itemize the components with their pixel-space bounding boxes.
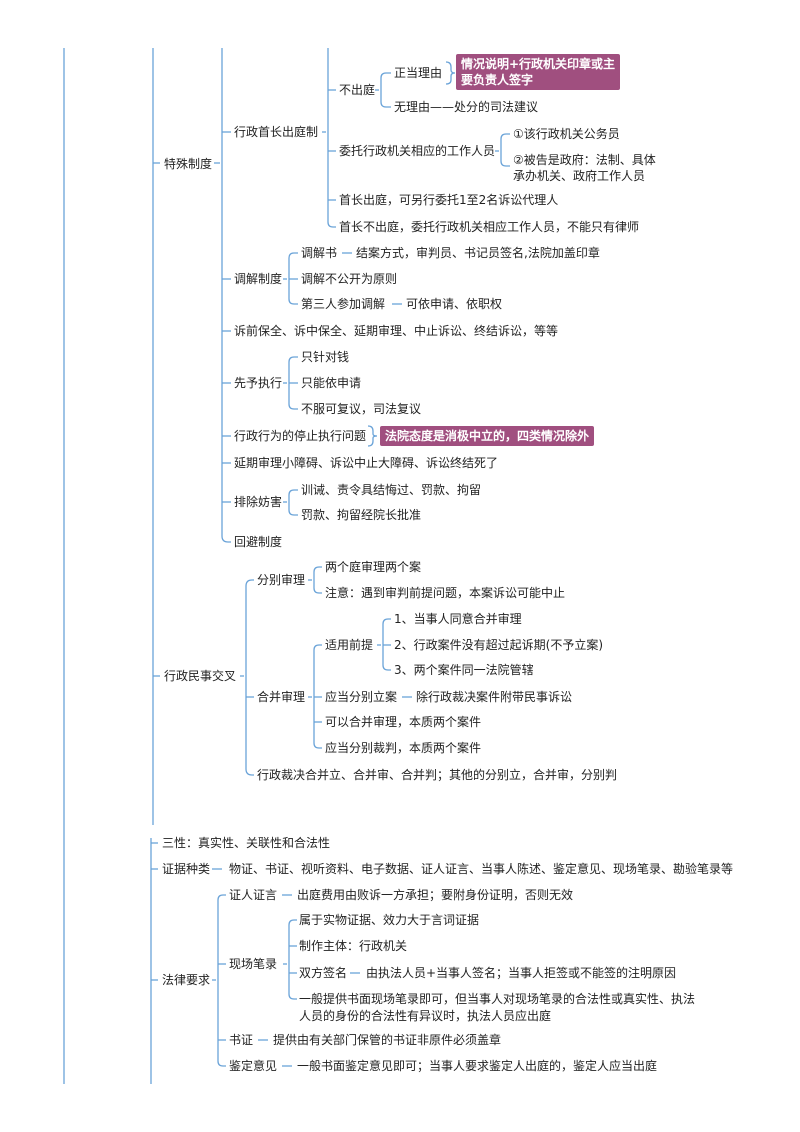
node-combined[interactable]: 合并审理	[257, 690, 306, 704]
node-head-appear[interactable]: 行政首长出庭制	[234, 125, 319, 139]
node-not-appear[interactable]: 不出庭	[339, 83, 376, 97]
node-delegate-opt1[interactable]: ①该行政机关公务员	[513, 127, 620, 141]
node-preservation[interactable]: 诉前保全、诉中保全、延期审理、中止诉讼、终结诉讼，等等	[234, 324, 559, 338]
node-head-not-appear[interactable]: 首长不出庭，委托行政机关相应工作人员，不能只有律师	[339, 220, 640, 234]
node-advance-1[interactable]: 只针对钱	[301, 350, 350, 364]
node-mediation-doc[interactable]: 调解书	[301, 246, 338, 260]
highlight-legit-note-line2: 要负责人签字	[461, 73, 534, 87]
node-separate-2[interactable]: 注意：遇到审判前提问题，本案诉讼可能中止	[325, 586, 566, 600]
node-separate-1[interactable]: 两个庭审理两个案	[325, 560, 422, 574]
node-stop-exec[interactable]: 行政行为的停止执行问题	[234, 429, 367, 443]
node-appraisal-detail[interactable]: 一般书面鉴定意见即可；当事人要求鉴定人出庭的，鉴定人应当出庭	[297, 1059, 658, 1073]
node-obstruction[interactable]: 排除妨害	[234, 495, 283, 509]
node-delegate-opt2-line1: ②被告是政府：法制、具体	[513, 153, 656, 167]
node-mediation[interactable]: 调解制度	[234, 272, 283, 286]
node-delegate-opt2[interactable]: ②被告是政府：法制、具体 承办机关、政府工作人员	[513, 152, 656, 184]
node-premise-3[interactable]: 3、两个案件同一法院管辖	[394, 663, 534, 677]
node-special-system[interactable]: 特殊制度	[164, 157, 213, 171]
node-no-reason[interactable]: 无理由——处分的司法建议	[394, 100, 539, 114]
node-can-combine[interactable]: 可以合并审理，本质两个案件	[325, 715, 482, 729]
node-premise-1[interactable]: 1、当事人同意合并审理	[394, 612, 522, 626]
node-legit-reason[interactable]: 正当理由	[394, 66, 443, 80]
node-judge-separately[interactable]: 应当分别裁判，本质两个案件	[325, 741, 482, 755]
node-third-party-detail[interactable]: 可依申请、依职权	[406, 297, 503, 311]
node-onsite-1[interactable]: 属于实物证据、效力大于言词证据	[299, 913, 480, 927]
node-obstruction-1[interactable]: 训诫、责令具结悔过、罚款、拘留	[301, 483, 482, 497]
node-mediation-private[interactable]: 调解不公开为原则	[301, 272, 398, 286]
node-onsite-4[interactable]: 一般提供书面现场笔录即可，但当事人对现场笔录的合法性或真实性、执法 人员的身份的…	[299, 991, 695, 1025]
node-delegate-opt2-line2: 承办机关、政府工作人员	[513, 169, 646, 183]
node-onsite-2[interactable]: 制作主体：行政机关	[299, 939, 408, 953]
node-evidence-types[interactable]: 证据种类	[162, 862, 211, 876]
node-dual-sign-detail[interactable]: 由执法人员+当事人签名；当事人拒签或不能签的注明原因	[366, 966, 677, 980]
node-recusal[interactable]: 回避制度	[234, 535, 283, 549]
node-documentary-detail[interactable]: 提供由有关部门保管的书证非原件必须盖章	[273, 1033, 502, 1047]
node-onsite-4-line1: 一般提供书面现场笔录即可，但当事人对现场笔录的合法性或真实性、执法	[299, 992, 696, 1006]
node-witness-detail[interactable]: 出庭费用由败诉一方承担；要附身份证明，否则无效	[297, 888, 574, 902]
node-advance-3[interactable]: 不服可复议，司法复议	[301, 402, 422, 416]
node-advance-exec[interactable]: 先予执行	[234, 376, 283, 390]
node-third-party[interactable]: 第三人参加调解	[301, 297, 386, 311]
node-onsite[interactable]: 现场笔录	[229, 957, 278, 971]
node-civil-cross[interactable]: 行政民事交叉	[164, 669, 237, 683]
node-documentary[interactable]: 书证	[229, 1033, 254, 1047]
node-advance-2[interactable]: 只能依申请	[301, 376, 362, 390]
highlight-legit-note-line1: 情况说明+行政机关印章或主	[461, 57, 616, 71]
node-legal-req[interactable]: 法律要求	[162, 973, 211, 987]
highlight-stop-exec-note[interactable]: 法院态度是消极中立的，四类情况除外	[380, 426, 595, 446]
node-head-appear-agents[interactable]: 首长出庭，可另行委托1至2名诉讼代理人	[339, 193, 559, 207]
node-should-separate-detail[interactable]: 除行政裁决案件附带民事诉讼	[416, 690, 573, 704]
node-onsite-4-line2: 人员的身份的合法性有异议时，执法人员应出庭	[299, 1009, 552, 1023]
node-delay-terms[interactable]: 延期审理小障碍、诉讼中止大障碍、诉讼终结死了	[234, 456, 499, 470]
node-mediation-doc-detail[interactable]: 结案方式，审判员、书记员签名,法院加盖印章	[356, 246, 600, 260]
node-premise[interactable]: 适用前提	[325, 638, 374, 652]
node-appraisal[interactable]: 鉴定意见	[229, 1059, 278, 1073]
node-ruling-summary[interactable]: 行政裁决合并立、合并审、合并判；其他的分别立，合并审，分别判	[257, 768, 618, 782]
node-witness[interactable]: 证人证言	[229, 888, 278, 902]
node-premise-2[interactable]: 2、行政案件没有超过起诉期(不予立案)	[394, 638, 603, 652]
node-obstruction-2[interactable]: 罚款、拘留经院长批准	[301, 508, 422, 522]
node-should-separate[interactable]: 应当分别立案	[325, 690, 398, 704]
node-separate[interactable]: 分别审理	[257, 573, 306, 587]
node-dual-sign[interactable]: 双方签名	[299, 966, 348, 980]
node-three-props[interactable]: 三性：真实性、关联性和合法性	[162, 836, 331, 850]
highlight-legit-note[interactable]: 情况说明+行政机关印章或主 要负责人签字	[456, 54, 621, 90]
node-evidence-types-list[interactable]: 物证、书证、视听资料、电子数据、证人证言、当事人陈述、鉴定意见、现场笔录、勘验笔…	[229, 862, 734, 876]
node-delegate[interactable]: 委托行政机关相应的工作人员	[339, 144, 496, 158]
